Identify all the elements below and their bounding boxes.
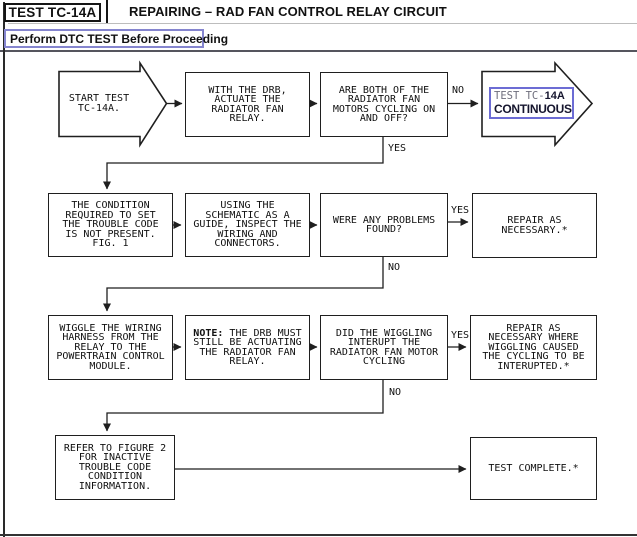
header-rule (8, 23, 637, 24)
step-refer-figure2: REFER TO FIGURE 2 FOR INACTIVE TROUBLE C… (55, 435, 175, 500)
step-repair-where-interrupted: REPAIR AS NECESSARY WHERE WIGGLING CAUSE… (470, 315, 597, 380)
label-yes-2: YES (451, 205, 470, 216)
decision-problems-found: WERE ANY PROBLEMS FOUND? (320, 193, 448, 257)
dtc-test-banner[interactable]: Perform DTC TEST Before Proceeding (4, 29, 228, 48)
step-repair-as-necessary: REPAIR AS NECESSARY.* (472, 193, 597, 258)
label-no-1: NO (452, 85, 465, 96)
label-yes-1: YES (388, 143, 407, 154)
decision-wiggling-interrupt: DID THE WIGGLING INTERUPT THE RADIATOR F… (320, 315, 448, 380)
decision-motors-cycling: ARE BOTH OF THE RADIATOR FAN MOTORS CYCL… (320, 72, 448, 137)
step-condition-not-present: THE CONDITION REQUIRED TO SET THE TROUBL… (48, 193, 173, 257)
step-wiggle-harness: WIGGLE THE WIRING HARNESS FROM THE RELAY… (48, 315, 173, 380)
note-drb-actuating: NOTE: THE DRB MUST STILL BE ACTUATING TH… (185, 315, 310, 380)
continuous-test-link[interactable]: TEST TC-14A CONTINUOUS (489, 87, 574, 119)
connector-question1-yes (103, 137, 384, 190)
page-bottom-border (0, 534, 637, 536)
step-actuate-relay: WITH THE DRB, ACTUATE THE RADIATOR FAN R… (185, 72, 310, 137)
page-left-border (3, 2, 5, 537)
continuous-test-link-line1[interactable]: TEST TC-14A (494, 90, 565, 102)
header-divider (106, 0, 108, 23)
label-no-3: NO (389, 387, 402, 398)
note-label: NOTE: (193, 327, 224, 339)
continuous-test-link-line2[interactable]: CONTINUOUS (494, 102, 572, 116)
connector-question2-no (103, 257, 384, 312)
step-inspect-wiring: USING THE SCHEMATIC AS A GUIDE, INSPECT … (185, 193, 310, 257)
connector-question3-no (103, 380, 384, 432)
start-step-label: START TEST TC-14A. (68, 93, 130, 114)
label-no-2: NO (388, 262, 401, 273)
step-test-complete: TEST COMPLETE.* (470, 437, 597, 500)
label-yes-3: YES (451, 330, 470, 341)
page-title: REPAIRING – RAD FAN CONTROL RELAY CIRCUI… (129, 4, 447, 19)
body-divider-rule (0, 50, 637, 52)
test-id-box: TEST TC-14A (4, 3, 101, 22)
note-text: THE DRB MUST STILL BE ACTUATING THE RADI… (193, 327, 302, 367)
